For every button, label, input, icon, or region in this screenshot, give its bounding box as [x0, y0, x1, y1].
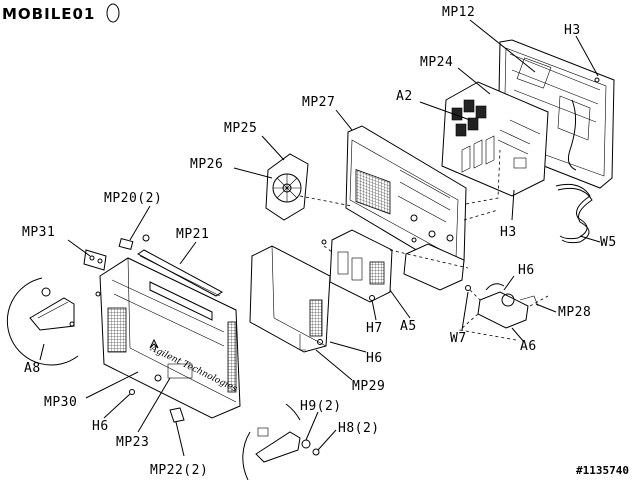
label-mp26: MP26	[190, 157, 223, 172]
fan-mp26	[265, 153, 309, 221]
detail-a8	[6, 277, 79, 366]
label-mp23: MP23	[116, 435, 149, 450]
label-mp21: MP21	[176, 227, 209, 242]
watermark-logo-mark	[106, 3, 120, 23]
label-mp25: MP25	[224, 121, 257, 136]
label-mp20: MP20(2)	[104, 191, 162, 206]
shield-mp29	[249, 245, 331, 353]
chassis-mp27	[345, 125, 467, 271]
detail-h8-h9	[242, 403, 320, 480]
label-mp29: MP29	[352, 379, 385, 394]
label-h7: H7	[366, 321, 383, 336]
power-supply-a5	[329, 229, 465, 303]
image-id: #1135740	[576, 464, 629, 477]
assembly-lines	[299, 149, 549, 341]
label-a2: A2	[396, 89, 413, 104]
front-housing: Agilent Technologies	[99, 257, 241, 419]
label-a8: A8	[24, 361, 41, 376]
part-labels: MP12 H3 MP24 A2 MP27 MP25 MP26 MP20(2) M…	[22, 5, 617, 478]
board-a2	[441, 81, 549, 197]
label-mp27: MP27	[302, 95, 335, 110]
label-mp30: MP30	[44, 395, 77, 410]
foot-mp22	[169, 407, 185, 423]
label-w5: W5	[600, 235, 617, 250]
screws	[95, 237, 471, 395]
cable-w5	[555, 183, 593, 244]
label-mp31: MP31	[22, 225, 55, 240]
board-a6	[477, 283, 539, 329]
label-mp24: MP24	[420, 55, 453, 70]
label-mp22: MP22(2)	[150, 463, 208, 478]
label-a5: A5	[400, 319, 417, 334]
label-h3-mid: H3	[500, 225, 517, 240]
label-h6-mid: H6	[366, 351, 383, 366]
label-mp12: MP12	[442, 5, 475, 20]
label-h8: H8(2)	[338, 421, 380, 436]
handle-mp21	[137, 249, 223, 297]
label-h6-left: H6	[92, 419, 109, 434]
label-mp28: MP28	[558, 305, 591, 320]
leader-lines	[39, 19, 601, 457]
label-a6: A6	[520, 339, 537, 354]
label-h6-right: H6	[518, 263, 535, 278]
label-h9: H9(2)	[300, 399, 342, 414]
label-h3-top: H3	[564, 23, 581, 38]
small-parts	[83, 234, 150, 271]
watermark-text: MOBILE01	[2, 5, 95, 23]
label-w7: W7	[450, 331, 467, 346]
watermark: MOBILE01	[2, 3, 120, 23]
